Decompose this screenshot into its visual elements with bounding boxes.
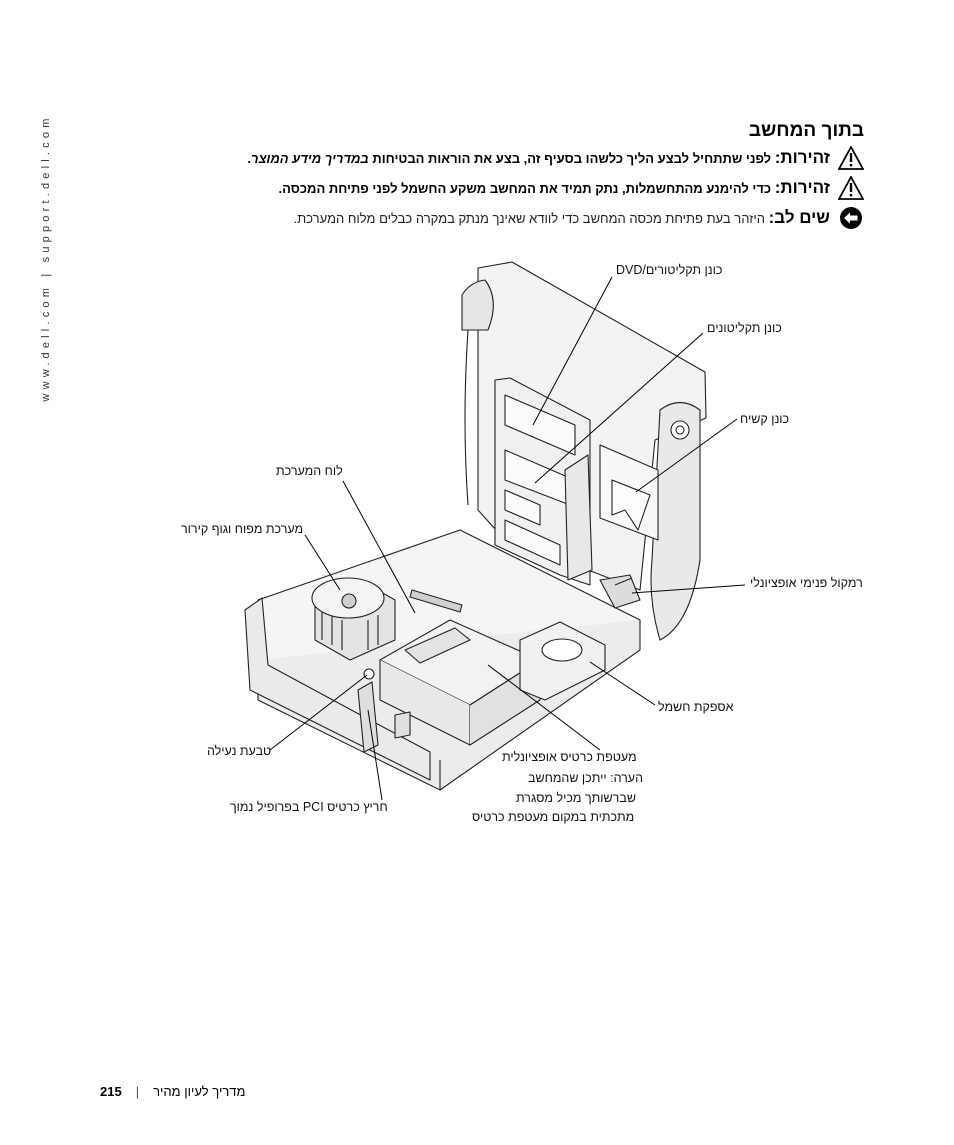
label-pci-slot: חריץ כרטיס PCI בפרופיל נמוך bbox=[230, 800, 388, 814]
label-system-board: לוח המערכת bbox=[276, 464, 343, 478]
page-footer: 215 | מדריך לעיון מהיר bbox=[100, 1084, 245, 1099]
label-card-cage-line-3: שברשותך מכיל מסגרת bbox=[516, 791, 636, 805]
notice-arrow-icon bbox=[840, 207, 862, 229]
footer-title: מדריך לעיון מהיר bbox=[153, 1084, 246, 1099]
label-padlock-ring: טבעת נעילה bbox=[207, 744, 272, 758]
notice-3-text: היזהר בעת פתיחת מכסה המחשב כדי לוודא שאי… bbox=[293, 210, 765, 226]
notice-3-keyword: שים לב: bbox=[768, 208, 830, 227]
warning-triangle-icon bbox=[838, 176, 864, 200]
label-hard-drive: כונן קשיח bbox=[740, 412, 790, 426]
label-floppy-drive: כונן תקליטונים bbox=[707, 321, 782, 335]
label-dvd-drive: כונן תקליטורים/DVD bbox=[616, 263, 723, 277]
warning-notice-1: זהירות: לפני שתתחיל לבצע הליך כלשהו בסעי… bbox=[247, 146, 864, 170]
notice-2-keyword: זהירות: bbox=[774, 178, 830, 197]
section-title: בתוך המחשב bbox=[748, 120, 864, 141]
notice-1-tail: . bbox=[247, 150, 252, 166]
attention-notice: שים לב: היזהר בעת פתיחת מכסה המחשב כדי ל… bbox=[294, 206, 864, 230]
footer-separator: | bbox=[135, 1084, 140, 1099]
notice-1-text: לפני שתתחיל לבצע הליך כלשהו בסעיף זה, בצ… bbox=[372, 150, 772, 166]
label-power-supply: אספקת חשמל bbox=[658, 700, 734, 714]
label-card-cage-line-2: הערה: ייתכן שהמחשב bbox=[528, 771, 643, 785]
label-card-cage-line-4: מתכתית במקום מעטפת כרטיס bbox=[472, 810, 635, 824]
page-number: 215 bbox=[100, 1084, 122, 1099]
notice-1-emphasis: במדריך מידע המוצר bbox=[251, 150, 369, 166]
warning-notice-2: זהירות: כדי להימנע מהתחשמלות, נתק תמיד א… bbox=[278, 176, 864, 200]
label-card-cage-line-1: מעטפת כרטיס אופציונלית bbox=[502, 750, 637, 764]
notice-2-text: כדי להימנע מהתחשמלות, נתק תמיד את המחשב … bbox=[278, 180, 772, 196]
warning-triangle-icon bbox=[838, 146, 864, 170]
label-internal-speaker: רמקול פנימי אופציונלי bbox=[750, 576, 863, 590]
label-fan-heatsink: מערכת מפוח וגוף קירור bbox=[181, 522, 304, 536]
notice-1-keyword: זהירות: bbox=[774, 148, 830, 167]
